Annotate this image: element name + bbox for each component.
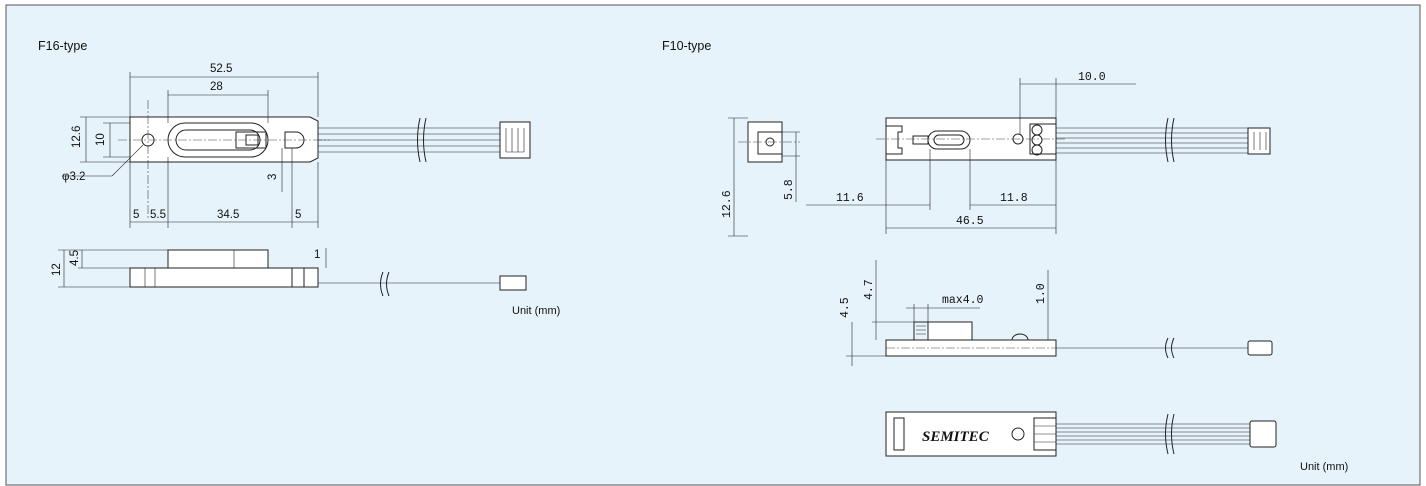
f10-side-break: [1165, 337, 1175, 359]
dim-f10-side-a: 4.5: [839, 297, 852, 318]
f10-bottom-hole: [1011, 427, 1025, 441]
f16-connector-pins: [505, 128, 525, 153]
semitec-logo: SEMITEC: [922, 429, 990, 445]
dim-f10-side-b: 4.7: [863, 279, 876, 300]
f10-bottom-view: SEMITEC Unit (mm): [885, 411, 1348, 473]
f10-side-top: [927, 321, 973, 341]
f16-side-view: 12 4.5 1 Unit (mm): [51, 248, 560, 317]
f10-break-mark: [1165, 117, 1175, 163]
f10-bottom-connector: [1249, 420, 1277, 448]
dim-slot-offset: 3: [267, 174, 279, 180]
dim-left-b: 5.5: [150, 209, 166, 221]
f16-side-top: [167, 249, 269, 269]
f16-connector: [499, 121, 531, 159]
f10-type-diagram: F10-type 12.6 5.8: [662, 39, 1348, 473]
f16-body: [129, 116, 319, 163]
f10-bottom-break: [1165, 413, 1175, 455]
f16-side-break: [380, 271, 390, 297]
f10-end-view: 12.6 5.8: [721, 117, 800, 237]
f16-top-view: 52.5 28 12.6 10 φ3.2 3 5 5.5: [62, 63, 531, 228]
f16-break-mark: [417, 117, 427, 163]
f10-side-bump: [1011, 333, 1029, 341]
f16-type-diagram: F16-type: [38, 39, 560, 317]
dim-f10-tab: 1.0: [1035, 283, 1048, 304]
dim-f10-height: 12.6: [721, 190, 734, 218]
f16-unit-label: Unit (mm): [512, 305, 560, 317]
f10-side-body: [885, 339, 1057, 357]
f10-end-cap: [757, 131, 783, 155]
dim-side-tab: 1: [314, 249, 320, 261]
f16-side-tab: [291, 267, 305, 288]
f10-side-view: 4.5 4.7 max4.0 1.0: [839, 260, 1273, 366]
f10-unit-label: Unit (mm): [1300, 461, 1348, 473]
dim-f10-terminal-pitch: 10.0: [1078, 71, 1106, 84]
f10-slot-inner: [933, 134, 965, 146]
dim-hole-diameter: φ3.2: [62, 171, 85, 183]
dim-inner-height: 10: [95, 133, 107, 146]
f10-connector-pins: [1253, 132, 1267, 150]
f10-screw: [912, 135, 929, 145]
dim-f10-overall-length: 46.5: [956, 215, 984, 228]
dim-left-a: 5: [133, 209, 139, 221]
f16-side-connector: [499, 275, 527, 291]
f10-top-view: 10.0 11.6 11.8 46.5: [806, 71, 1271, 234]
f16-title: F16-type: [38, 39, 87, 53]
background-panel: [5, 4, 1421, 486]
f10-bottom-wires: [1056, 413, 1250, 455]
f16-side-body: [129, 267, 319, 288]
dim-right: 5: [295, 209, 301, 221]
f10-left-notch: [886, 125, 903, 155]
dim-f10-right-offset: 11.8: [1000, 192, 1028, 205]
dim-height: 12.6: [71, 126, 83, 148]
f10-connector: [1247, 127, 1271, 155]
f10-lead-wires: [1056, 117, 1248, 163]
f10-bottom-left-tab: [893, 417, 905, 451]
dim-f10-max-thickness: max4.0: [942, 294, 984, 307]
dim-f10-left-offset: 11.6: [836, 192, 864, 205]
dim-mid: 34.5: [217, 209, 239, 221]
f16-lead-wires: [318, 117, 500, 163]
f16-notch: [284, 131, 305, 149]
dim-slot-length: 28: [210, 81, 223, 93]
f10-title: F10-type: [662, 39, 711, 53]
dim-side-height: 12: [51, 263, 63, 276]
dim-overall-length: 52.5: [210, 63, 232, 75]
f10-side-connector: [1247, 340, 1273, 356]
dim-side-step: 4.5: [69, 250, 81, 266]
dim-f10-inner: 5.8: [783, 179, 796, 200]
